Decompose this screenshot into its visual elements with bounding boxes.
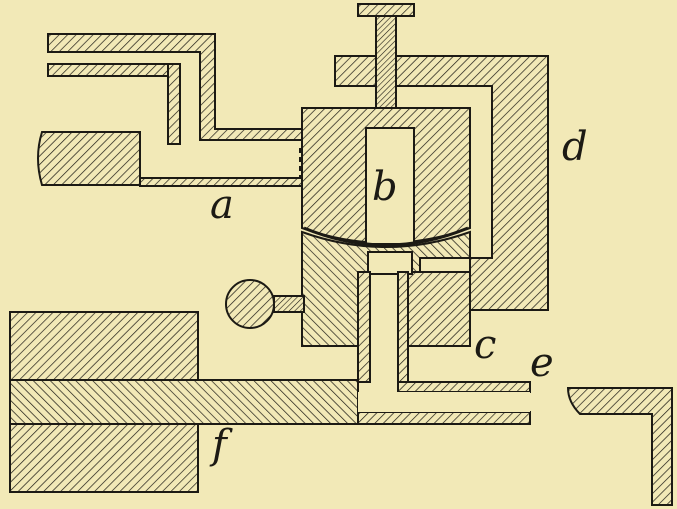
- outlet-bottom-wall: [357, 411, 531, 425]
- receiving-elbow: [566, 387, 673, 506]
- screw-head: [357, 3, 415, 17]
- bore-b-lower: [367, 251, 413, 275]
- stem-left-wall: [357, 271, 371, 383]
- base-block-upper: [9, 311, 199, 381]
- screw-shaft: [375, 15, 397, 124]
- label-c: c: [474, 322, 496, 368]
- valve-sleeve-c: [407, 271, 471, 347]
- curved-seat: [303, 226, 469, 247]
- label-f: f: [209, 422, 233, 468]
- side-knob: [225, 279, 275, 329]
- outlet-channel: [358, 392, 530, 412]
- outlet-top-wall: [397, 381, 531, 393]
- stem-right-wall: [397, 271, 409, 383]
- upper-tube-lower-wall: [47, 63, 181, 77]
- base-block-lower: [9, 423, 199, 493]
- label-a: a: [210, 182, 234, 228]
- label-b: b: [372, 164, 398, 210]
- upper-tube-drop-wall: [167, 63, 181, 145]
- label-e: e: [530, 340, 554, 386]
- base-channel: [9, 379, 359, 425]
- left-rod: [37, 131, 141, 186]
- label-d: d: [562, 124, 588, 170]
- knob-screw: [273, 295, 305, 313]
